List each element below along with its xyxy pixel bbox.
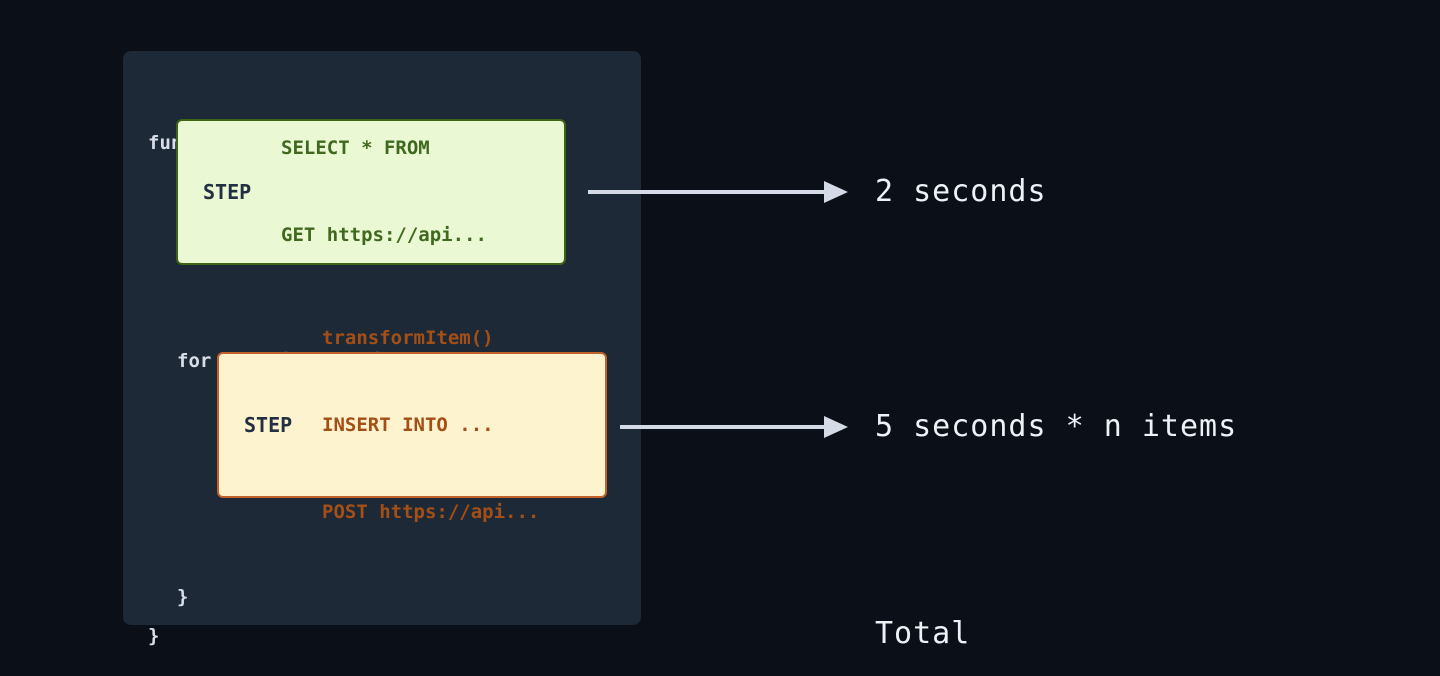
step-box-extract: STEP SELECT * FROM GET https://api...	[176, 119, 566, 265]
step-box-transform-load: STEP transformItem() INSERT INTO ... POS…	[217, 327, 607, 523]
step-code-lines: SELECT * FROM GET https://api...	[281, 76, 487, 308]
total-title: Total	[875, 616, 971, 651]
total-summary: Total 100 items = 502 seconds	[875, 531, 1313, 676]
step-code-line: SELECT * FROM	[281, 137, 430, 159]
step-code-lines: transformItem() INSERT INTO ... POST htt…	[322, 266, 539, 585]
code-function-close: }	[148, 625, 160, 647]
step2-duration-label: 5 seconds * n items	[875, 409, 1238, 444]
step1-duration-label: 2 seconds	[875, 174, 1047, 209]
step-label: STEP	[203, 180, 252, 204]
step1-duration-arrow	[586, 179, 852, 209]
code-for-close: }	[177, 586, 189, 608]
step-code-line: transformItem()	[322, 326, 494, 349]
step-code-line: INSERT INTO ...	[322, 413, 494, 436]
step-code-line: GET https://api...	[281, 224, 487, 246]
step-label: STEP	[244, 413, 293, 437]
step-code-line: POST https://api...	[322, 500, 540, 523]
arrow-right-icon	[588, 181, 848, 203]
code-panel: function () { STEP SELECT * FROM GET htt…	[123, 51, 641, 646]
arrow-right-icon	[620, 416, 848, 438]
step2-duration-arrow	[618, 414, 852, 444]
